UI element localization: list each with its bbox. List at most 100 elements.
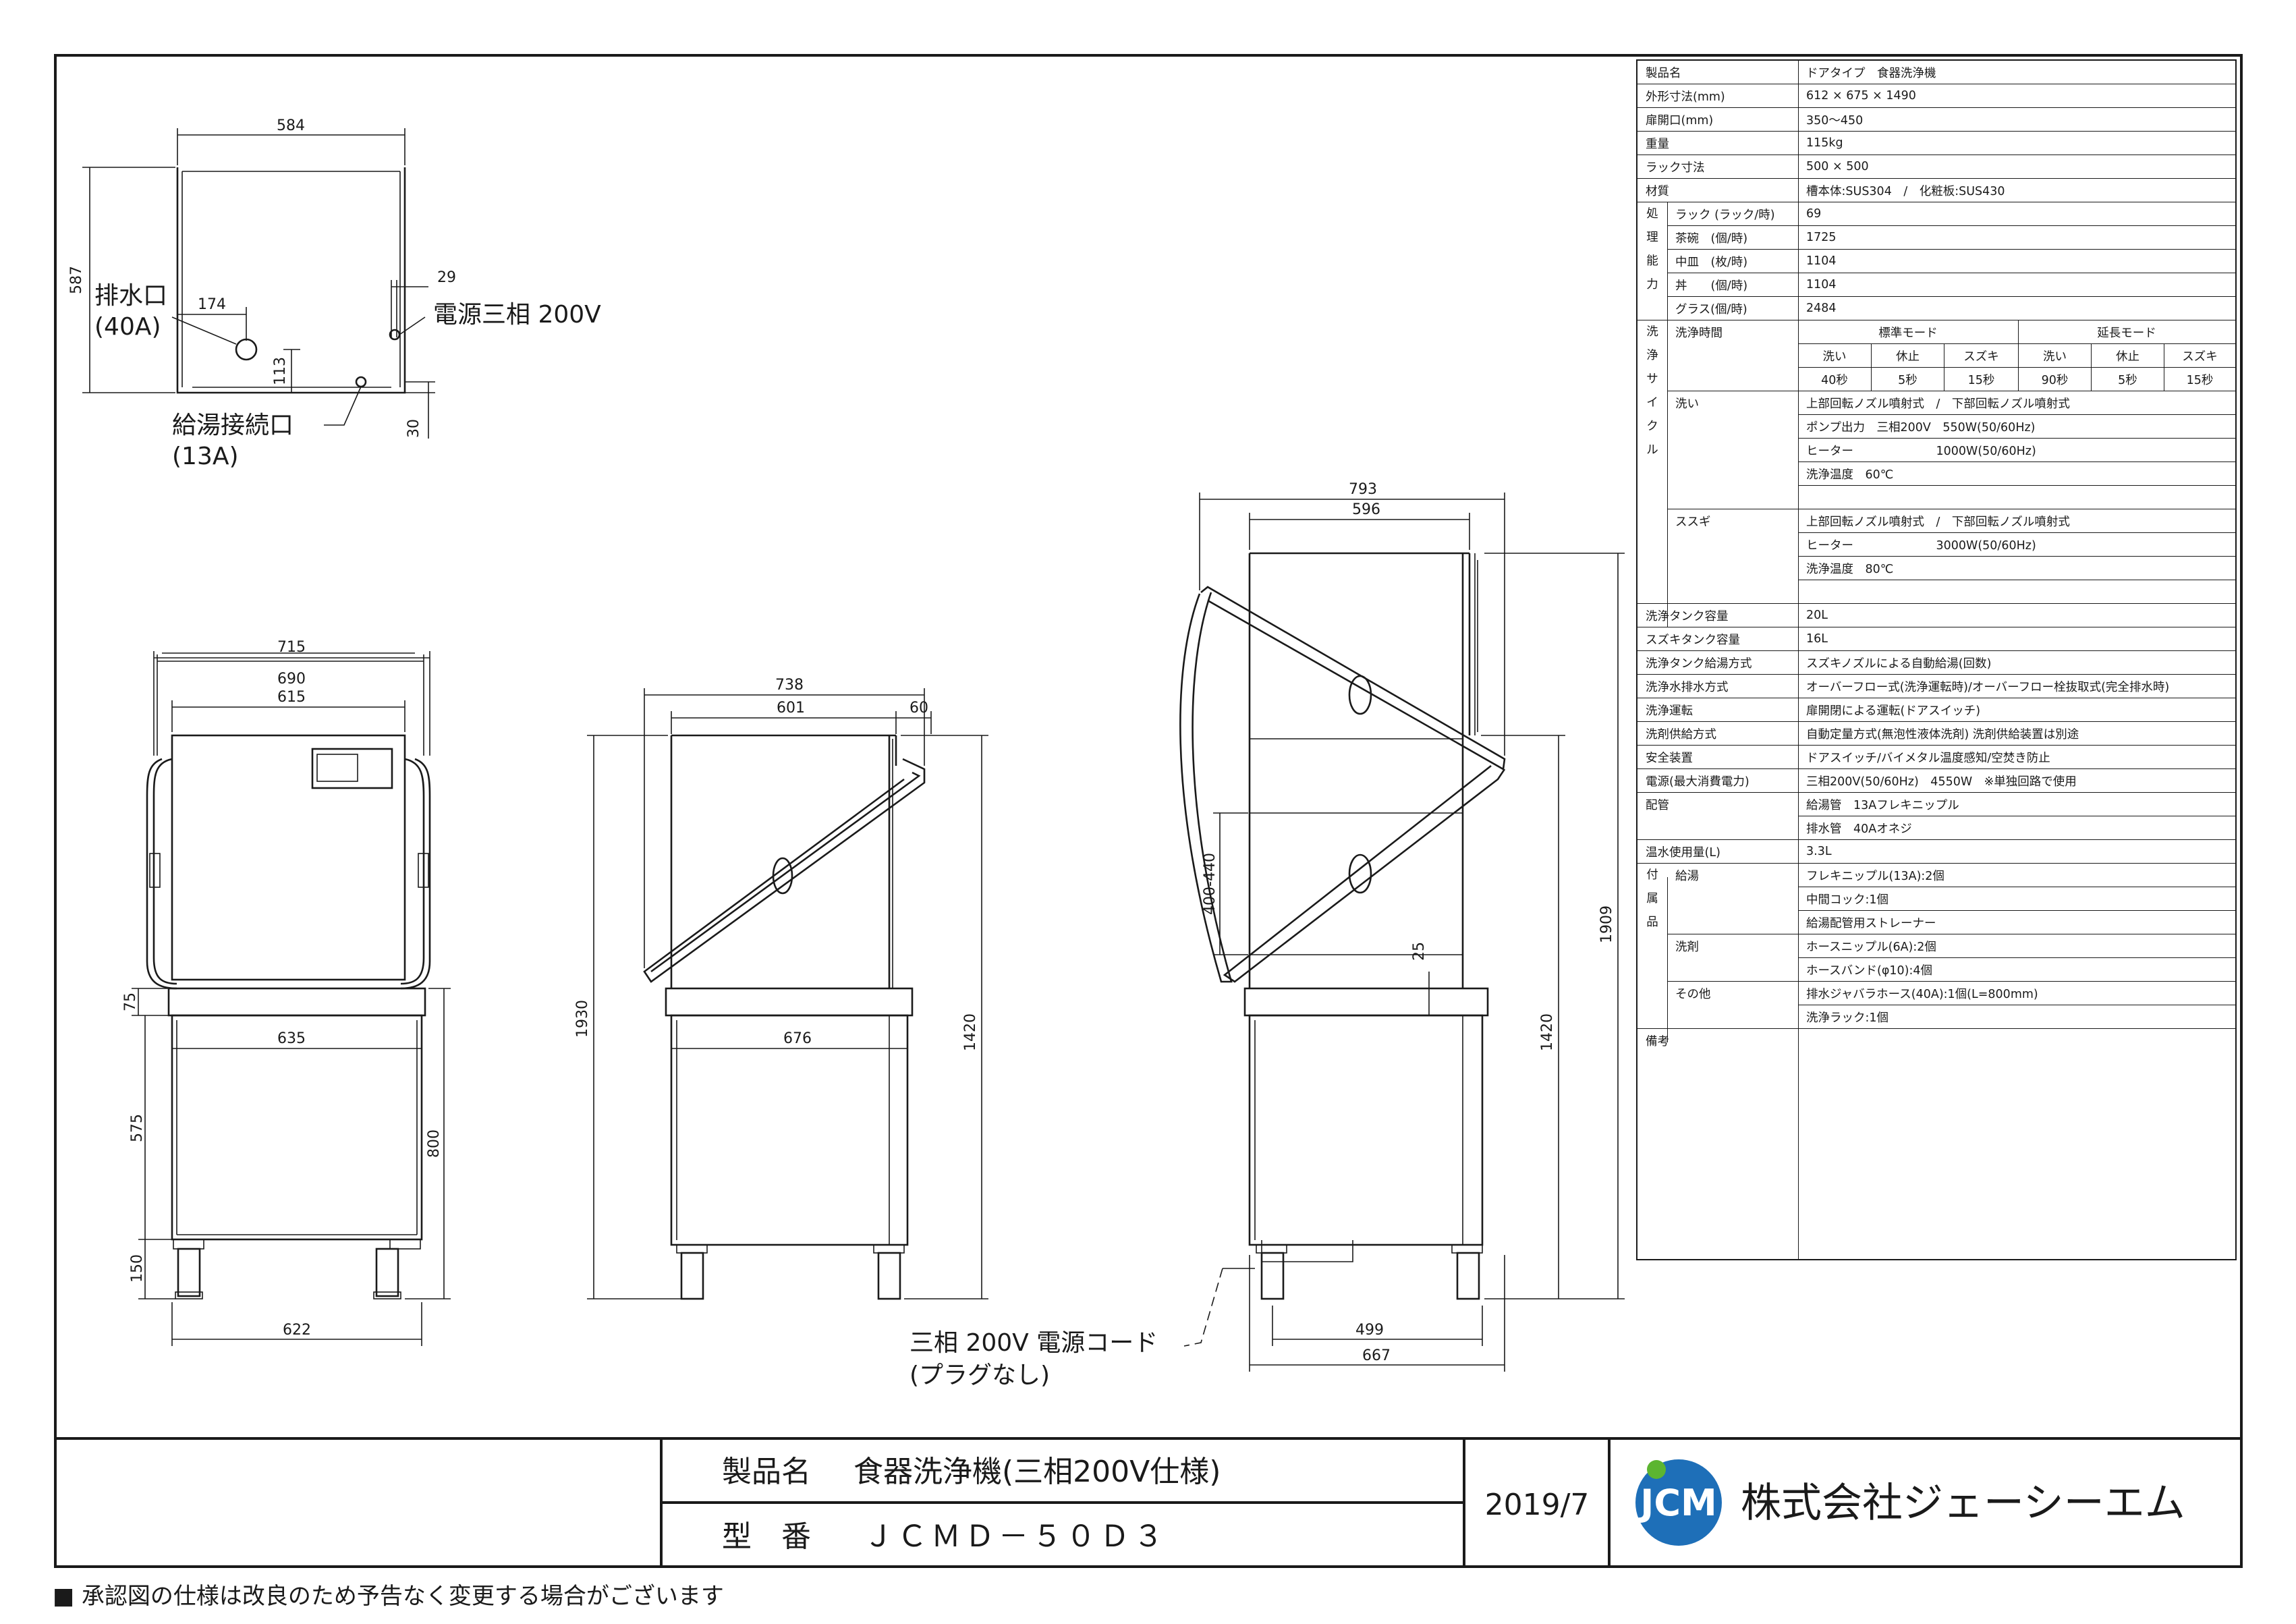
side-dim-1930: 1930 [574, 1000, 591, 1038]
top-dim-width: 584 [277, 117, 305, 134]
side-dim-738: 738 [775, 677, 804, 694]
product-name-label: 製品名 [722, 1455, 811, 1489]
open-dim-1420: 1420 [1539, 1013, 1556, 1051]
front-dim-690: 690 [277, 671, 306, 688]
hot-water-label: 給湯接続口 [172, 412, 293, 439]
power-cord-label: 三相 200V 電源コード [909, 1329, 1158, 1357]
side-dim-60: 60 [909, 700, 928, 717]
spec-row: 温水使用量(L) 3.3L [1637, 840, 2235, 864]
open-dim-1909: 1909 [1598, 905, 1615, 943]
front-dim-800: 800 [426, 1129, 443, 1158]
open-dim-400-440: 400-440 [1202, 853, 1219, 915]
mode-value-row: 40秒 5秒 15秒 90秒 5秒 15秒 [1798, 368, 2235, 391]
spec-row [1798, 486, 2235, 509]
spec-row: 給湯管 13Aフレキニップル [1798, 793, 2235, 816]
drain-size-label: (40A) [94, 313, 161, 341]
logo-text: JCM [1637, 1482, 1716, 1524]
mode-header-row: 標準モード 延長モード [1798, 320, 2235, 344]
capacity-group-label: 処理能力 [1646, 207, 1658, 291]
side-dim-676: 676 [783, 1030, 812, 1047]
spec-row [1637, 580, 2235, 604]
open-dim-667: 667 [1362, 1347, 1391, 1364]
spec-row: 丼 (個/時) 1104 [1667, 273, 2235, 297]
footnote: ■ 承認図の仕様は改良のため予告なく変更する場合がございます [53, 1583, 724, 1610]
piping-label: 配管 [1646, 799, 1669, 812]
spec-row: 洗浄温度 80℃ [1798, 557, 2235, 580]
acc-other-label: その他 [1675, 988, 1711, 1001]
spec-row: ポンプ出力 三相200V 550W(50/60Hz) [1798, 415, 2235, 439]
spec-row: ヒーター 1000W(50/60Hz) [1798, 439, 2235, 462]
spec-row: 安全装置 ドアスイッチ/バイメタル温度感知/空焚き防止 [1637, 746, 2235, 769]
open-dim-499: 499 [1355, 1322, 1384, 1339]
spec-row: 洗浄タンク容量 20L [1637, 604, 2235, 627]
open-view: 793 596 400-440 25 1909 1420 499 667 三相 … [909, 481, 1625, 1389]
side-dim-601: 601 [777, 700, 805, 717]
model-number: ＪＣＭＤ－５０Ｄ３ [864, 1519, 1167, 1554]
spec-row: フレキニップル(13A):2個 [1798, 864, 2235, 887]
spec-row: 電源(最大消費電力) 三相200V(50/60Hz) 4550W ※単独回路で使… [1637, 769, 2235, 793]
spec-row: 外形寸法(mm) 612 × 675 × 1490 [1637, 84, 2235, 108]
remarks-label: 備考 [1646, 1035, 1669, 1048]
drain-label: 排水口 [94, 282, 167, 310]
front-dim-575: 575 [129, 1114, 146, 1142]
acc-hot-label: 給湯 [1675, 870, 1699, 883]
open-dim-793: 793 [1349, 481, 1377, 498]
cycle-group-label: 洗浄サイクル [1646, 325, 1658, 457]
mode-subhead-row: 洗い 休止 スズキ 洗い 休止 スズキ [1798, 344, 2235, 368]
top-dim-drain-x: 174 [198, 296, 226, 313]
spec-row: 洗浄運転 扉開閉による運転(ドアスイッチ) [1637, 698, 2235, 722]
spec-row: 材質 槽本体:SUS304 / 化粧板:SUS430 [1637, 179, 2235, 202]
logo-dot-icon [1647, 1460, 1666, 1479]
spec-row: 上部回転ノズル噴射式 / 下部回転ノズル噴射式 [1798, 391, 2235, 415]
top-dim-power-offset: 29 [437, 269, 456, 286]
spec-row: ヒーター 3000W(50/60Hz) [1798, 533, 2235, 557]
spec-row: 排水管 40Aオネジ [1637, 816, 2235, 840]
cycle-time-label: 洗浄時間 [1675, 327, 1723, 340]
spec-row: ホースニップル(6A):2個 [1798, 934, 2235, 958]
drawing-date: 2019/7 [1485, 1488, 1590, 1522]
spec-row: ラック (ラック/時) 69 [1667, 202, 2235, 226]
spec-row: 排水ジャバラホース(40A):1個(L=800mm) [1798, 982, 2235, 1005]
front-dim-150: 150 [129, 1254, 146, 1283]
product-name: 食器洗浄機(三相200V仕様) [853, 1455, 1221, 1489]
open-dim-25: 25 [1411, 942, 1428, 961]
open-dim-596: 596 [1352, 501, 1380, 518]
model-label: 型 番 [722, 1519, 811, 1554]
spec-row: スズキタンク容量 16L [1637, 627, 2235, 651]
spec-row: 中間コック:1個 [1798, 887, 2235, 911]
top-dim-drain-y: 113 [272, 357, 289, 385]
spec-table: 製品名 ドアタイプ 食器洗浄機 外形寸法(mm) 612 × 675 × 149… [1636, 59, 2237, 1260]
power-cord-sub-label: (プラグなし) [909, 1362, 1050, 1389]
spec-row: 扉開口(mm) 350～450 [1637, 108, 2235, 132]
spec-row: 洗浄ラック:1個 [1637, 1005, 2235, 1029]
spec-row: 給湯配管用ストレーナー [1667, 911, 2235, 934]
spec-row: ホースバンド(φ10):4個 [1667, 958, 2235, 982]
power-label: 電源三相 200V [433, 301, 601, 329]
spec-row: 茶碗 (個/時) 1725 [1667, 226, 2235, 250]
front-dim-615: 615 [277, 689, 306, 706]
front-dim-75: 75 [122, 992, 139, 1011]
spec-row: 上部回転ノズル噴射式 / 下部回転ノズル噴射式 [1798, 509, 2235, 533]
hot-water-size-label: (13A) [172, 443, 239, 470]
top-dim-depth: 587 [68, 266, 85, 294]
front-dim-635: 635 [277, 1030, 306, 1047]
spec-row: 重量 115kg [1637, 132, 2235, 155]
spec-row: 中皿 (枚/時) 1104 [1667, 250, 2235, 273]
spec-row: グラス(個/時) 2484 [1637, 297, 2235, 320]
spec-row: ラック寸法 500 × 500 [1637, 155, 2235, 179]
spec-row: 製品名 ドアタイプ 食器洗浄機 [1637, 61, 2235, 84]
top-dim-hot-y: 30 [405, 419, 422, 438]
side-dim-1420: 1420 [962, 1013, 979, 1051]
top-view: 584 587 174 29 113 30 排水口 (40A) 電源三相 200… [68, 117, 601, 470]
spec-row: 洗剤供給方式 自動定量方式(無泡性液体洗剤) 洗剤供給装置は別途 [1637, 722, 2235, 746]
company-name: 株式会社ジェーシーエム [1741, 1480, 2185, 1527]
accessories-group-label: 付属品 [1646, 868, 1658, 929]
title-block: 製品名 食器洗浄機(三相200V仕様) 型 番 ＪＣＭＤ－５０Ｄ３ 2019/7… [660, 1438, 2185, 1567]
wash-label: 洗い [1675, 397, 1699, 411]
sheet-frame [54, 54, 2243, 1568]
front-view: 715 690 615 75 635 575 800 150 622 [122, 639, 451, 1346]
spec-row: 洗浄水排水方式 オーバーフロー式(洗浄運転時)/オーバーフロー栓抜取式(完全排水… [1637, 675, 2235, 698]
spec-row: 洗浄温度 60℃ [1798, 462, 2235, 486]
side-view: 738 601 60 1930 676 1420 [574, 677, 988, 1300]
